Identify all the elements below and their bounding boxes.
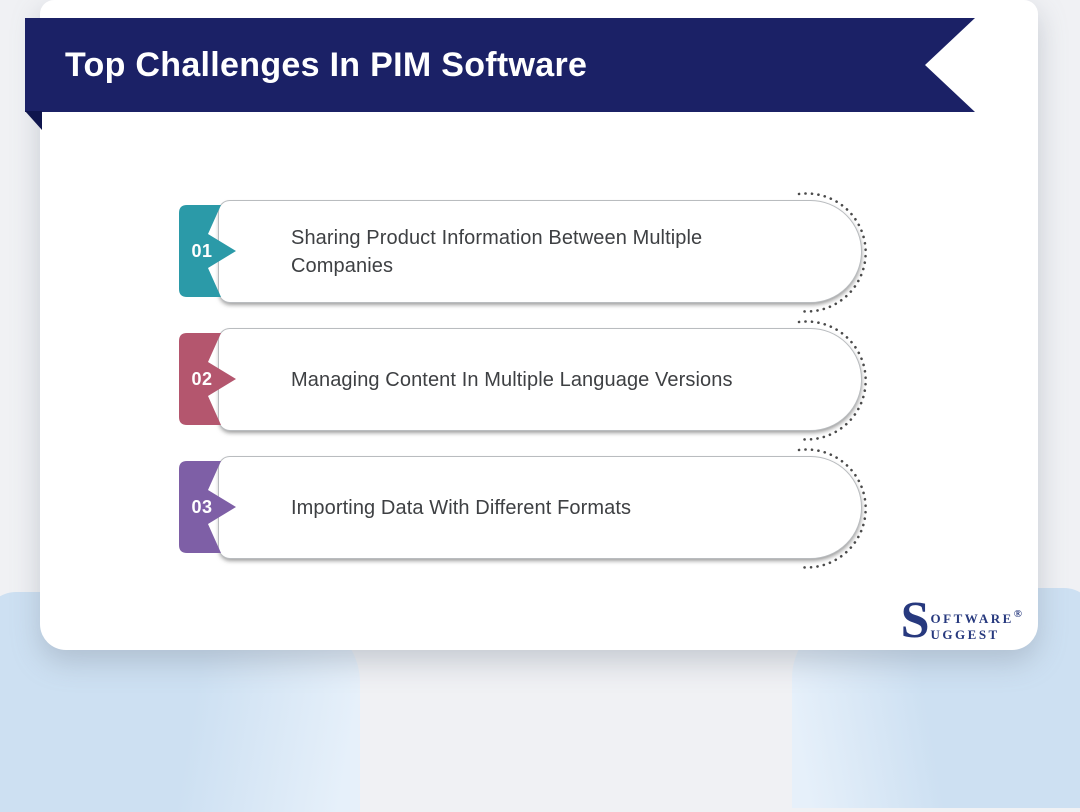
infographic-card: Top Challenges In PIM Software Sharing P… (25, 0, 1038, 650)
item-number: 01 (191, 240, 213, 261)
badge-shape (179, 333, 236, 425)
dotted-arc-decoration (797, 320, 867, 441)
registered-mark: ® (1013, 608, 1022, 620)
banner-fold (25, 111, 42, 130)
challenge-item-1: Sharing Product Information Between Mult… (179, 192, 869, 313)
item-number: 03 (191, 496, 213, 517)
badge-shape (179, 461, 236, 553)
logo-line-suggest: uggest (930, 623, 1000, 643)
dotted-arc-decoration (797, 448, 867, 569)
challenge-item-3: Importing Data With Different Formats 03 (179, 448, 869, 569)
challenge-capsule: Importing Data With Different Formats (218, 448, 867, 569)
challenge-text: Sharing Product Information Between Mult… (291, 226, 703, 277)
challenge-capsule: Managing Content In Multiple Language Ve… (218, 320, 867, 441)
number-badge-arrow: 02 (179, 333, 237, 425)
logo-big-s: S (900, 592, 930, 649)
softwaresuggest-logo: S oftware® uggest (900, 592, 1022, 649)
challenge-text: Importing Data With Different Formats (291, 496, 632, 519)
title-banner: Top Challenges In PIM Software (25, 18, 975, 112)
number-badge-arrow: 03 (179, 461, 237, 553)
challenge-item-2: Managing Content In Multiple Language Ve… (179, 320, 869, 441)
page-title: Top Challenges In PIM Software (65, 45, 588, 84)
badge-shape (179, 205, 236, 297)
challenge-text: Managing Content In Multiple Language Ve… (291, 368, 733, 391)
item-number: 02 (191, 368, 213, 389)
logo-line-software: oftware® (930, 606, 1022, 627)
logo-wordmark: oftware® uggest (930, 600, 1022, 643)
logo-word-oftware: oftware (930, 607, 1014, 627)
dotted-arc-decoration (797, 192, 867, 313)
challenge-capsule: Sharing Product Information Between Mult… (218, 192, 867, 313)
number-badge-arrow: 01 (179, 205, 237, 297)
